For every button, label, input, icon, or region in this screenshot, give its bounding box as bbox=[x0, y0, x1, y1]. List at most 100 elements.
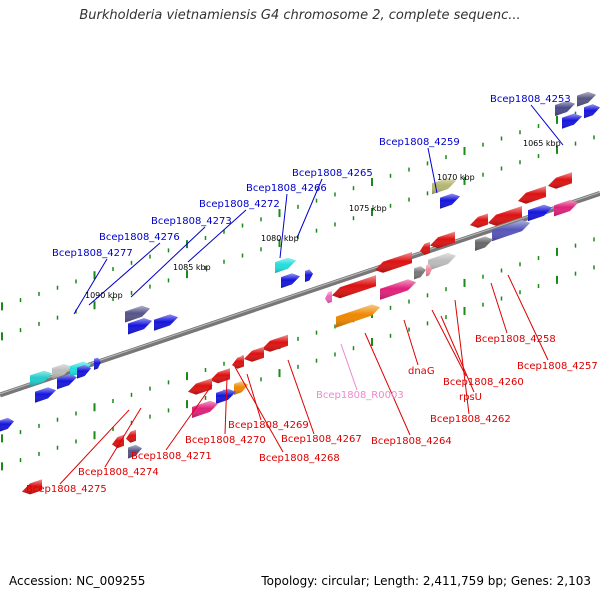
leader-line bbox=[403, 319, 419, 366]
gene-arrow-shade bbox=[548, 172, 572, 189]
gene-arrow-shade bbox=[112, 434, 124, 449]
leader-line bbox=[165, 384, 213, 451]
gene-arrow-shade bbox=[470, 213, 488, 228]
gene-label[interactable]: Bcep1808_4257 bbox=[517, 361, 598, 372]
gene-label[interactable]: Bcep1808_4265 bbox=[292, 168, 373, 179]
gene-arrow-shade bbox=[332, 275, 376, 299]
gene-label[interactable]: Bcep1808_4260 bbox=[443, 377, 524, 388]
gene-arrow-shade bbox=[210, 368, 230, 384]
gene-arrow-shade bbox=[125, 305, 150, 323]
leader-line bbox=[234, 366, 284, 453]
leader-line bbox=[59, 409, 130, 485]
leader-line bbox=[364, 332, 411, 436]
gene-label[interactable]: Bcep1808_4262 bbox=[430, 414, 511, 425]
leader-line bbox=[440, 315, 475, 393]
gene-label[interactable]: Bcep1808_4270 bbox=[185, 435, 266, 446]
gene-arrow-shade bbox=[430, 231, 455, 249]
gene-arrow-shade bbox=[0, 417, 14, 432]
gene-arrow-shade bbox=[325, 290, 332, 304]
gene-label[interactable]: Bcep1808_4268 bbox=[259, 453, 340, 464]
gene-label[interactable]: Bcep1808_4274 bbox=[78, 467, 159, 478]
leader-line bbox=[130, 226, 206, 298]
scale-label: 1085 kbp bbox=[173, 263, 211, 272]
leader-line bbox=[187, 209, 247, 263]
gene-label[interactable]: Bcep1808_4275 bbox=[26, 484, 107, 495]
genome-summary-text: Topology: circular; Length: 2,411,759 bp… bbox=[261, 574, 591, 588]
leader-line bbox=[246, 373, 262, 421]
gene-label[interactable]: Bcep1808_R0003 bbox=[316, 390, 404, 401]
gene-arrow-shade bbox=[77, 365, 91, 379]
gene-arrow-shade bbox=[432, 178, 456, 195]
gene-arrow-shade bbox=[94, 357, 101, 370]
backbone-highlight bbox=[0, 191, 600, 395]
gene-arrow-shade bbox=[128, 444, 142, 459]
gene-arrow-shade bbox=[488, 206, 522, 226]
gene-arrow-shade bbox=[30, 370, 52, 387]
gene-arrow-shade bbox=[57, 374, 77, 390]
leader-line bbox=[287, 359, 315, 435]
gene-arrow-shade bbox=[420, 242, 430, 255]
gene-arrow-shade bbox=[584, 104, 600, 119]
gene-arrow-shade bbox=[305, 269, 313, 282]
gene-arrow-shade bbox=[154, 314, 178, 331]
gene-arrow-shade bbox=[128, 318, 152, 335]
scale-label: 1090 kbp bbox=[85, 291, 123, 300]
gene-label[interactable]: Bcep1808_4269 bbox=[228, 420, 309, 431]
leader-line bbox=[279, 193, 288, 259]
gene-arrow-shade bbox=[262, 334, 288, 352]
label-layer: 1065 kbp 1070 kbp 1075 kbp 1080 kbp 1085… bbox=[26, 94, 598, 495]
label-leader-lines bbox=[59, 104, 564, 485]
gene-arrow-shade bbox=[188, 378, 212, 395]
gene-arrow-shade bbox=[234, 381, 248, 395]
scale-label: 1075 kbp bbox=[349, 204, 387, 213]
gene-arrow-shade bbox=[475, 236, 493, 251]
gene-arrow-shade bbox=[375, 252, 412, 273]
gene-arrow-shade bbox=[577, 91, 596, 107]
gene-label[interactable]: Bcep1808_4271 bbox=[131, 451, 212, 462]
gene-arrow-shade bbox=[380, 279, 416, 300]
leader-line bbox=[73, 258, 108, 315]
gene-arrow-shade bbox=[518, 186, 546, 204]
leader-line bbox=[296, 178, 323, 239]
leader-line bbox=[507, 274, 549, 361]
gene-label[interactable]: Bcep1808_4277 bbox=[52, 248, 133, 259]
gene-arrow-shade bbox=[492, 220, 530, 242]
leader-line bbox=[104, 407, 142, 468]
gene-arrow-shade bbox=[22, 479, 42, 495]
gene-label[interactable]: Bcep1808_4267 bbox=[281, 434, 362, 445]
gene-arrow-shade bbox=[52, 364, 72, 379]
gene-arrow-shade bbox=[426, 264, 432, 277]
scale-label: 1080 kbp bbox=[261, 234, 299, 243]
gene-arrow-shade bbox=[562, 113, 582, 129]
leader-line bbox=[490, 282, 508, 334]
gene-label[interactable]: Bcep1808_4259 bbox=[379, 137, 460, 148]
gene-label[interactable]: Bcep1808_4264 bbox=[371, 436, 452, 447]
gene-arrow-shade bbox=[281, 273, 300, 289]
gene-arrow-shade bbox=[275, 257, 296, 274]
gene-label[interactable]: Bcep1808_4272 bbox=[199, 199, 280, 210]
leader-line bbox=[431, 309, 467, 377]
gene-label[interactable]: Bcep1808_4276 bbox=[99, 232, 180, 243]
gene-arrow-shade bbox=[554, 200, 578, 217]
leader-line bbox=[340, 343, 358, 391]
gene-label[interactable]: Bcep1808_4266 bbox=[246, 183, 327, 194]
gene-label[interactable]: Bcep1808_4273 bbox=[151, 216, 232, 227]
leader-line bbox=[224, 377, 228, 435]
leader-line bbox=[454, 299, 470, 415]
gene-label[interactable]: Bcep1808_4253 bbox=[490, 94, 571, 105]
gene-arrow-shade bbox=[528, 204, 552, 222]
gene-arrow-shade bbox=[428, 253, 456, 271]
gene-label[interactable]: rpsU bbox=[459, 392, 482, 403]
gene-label[interactable]: dnaG bbox=[408, 366, 435, 377]
gene-arrow-shade bbox=[192, 400, 218, 418]
scale-label: 1070 kbp bbox=[437, 173, 475, 182]
gene-arrow-shade bbox=[440, 193, 460, 209]
leader-line bbox=[88, 242, 161, 306]
gene-arrow-shade bbox=[414, 266, 426, 280]
gene-arrow-shade bbox=[35, 387, 56, 403]
gene-arrow-shade bbox=[126, 429, 136, 443]
gene-track bbox=[0, 91, 600, 495]
gene-label[interactable]: Bcep1808_4258 bbox=[475, 334, 556, 345]
accession-text: Accession: NC_009255 bbox=[9, 574, 146, 588]
gene-arrow-shade bbox=[336, 304, 380, 328]
